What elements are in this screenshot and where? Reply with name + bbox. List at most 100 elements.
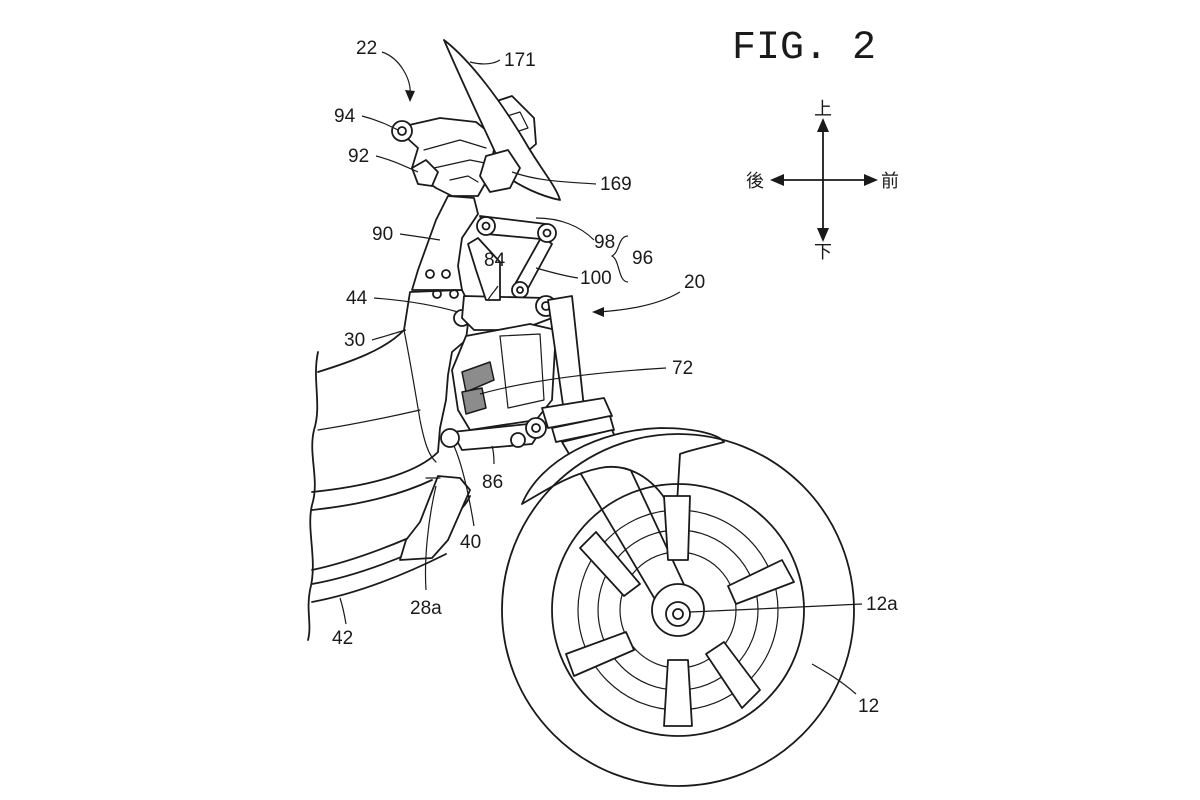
side-panel-line <box>311 479 433 511</box>
front-wheel-12 <box>501 433 855 787</box>
arm-90-bolt-3 <box>432 289 442 299</box>
label-100: 100 <box>580 268 612 289</box>
figure-title: FIG. 2 <box>732 26 876 71</box>
handlebar-inner-line-3 <box>449 175 479 183</box>
label-12: 12 <box>858 696 879 717</box>
body-break-line <box>307 351 319 641</box>
lower-arm-front-pivot <box>525 417 547 439</box>
leader-92 <box>375 155 419 173</box>
leader-98 <box>535 217 595 241</box>
direction-down-label: 下 <box>814 242 832 263</box>
label-44: 44 <box>346 288 368 309</box>
direction-up-label: 上 <box>814 99 832 120</box>
mount-bracket-169 <box>479 149 521 193</box>
label-30: 30 <box>344 330 365 351</box>
label-40: 40 <box>460 532 481 553</box>
lower-bracket-28a <box>399 475 471 561</box>
spoke-left-lower <box>565 631 635 677</box>
handlebar-inner-line-1 <box>423 139 487 151</box>
lower-arm-86 <box>440 417 547 451</box>
label-84: 84 <box>484 250 506 271</box>
leader-84 <box>487 285 499 301</box>
up-arrowhead <box>817 118 829 132</box>
leader-30 <box>371 329 407 341</box>
leader-22 <box>381 51 411 97</box>
lower-arm-mid-pivot <box>510 432 526 448</box>
upper-arm-riser <box>467 237 501 301</box>
upper-arm-84 <box>461 237 561 331</box>
leader-42 <box>339 597 347 625</box>
leader-40 <box>453 445 475 527</box>
tire-outer <box>501 433 855 787</box>
label-171: 171 <box>504 50 536 71</box>
leader-12a <box>689 603 863 613</box>
link-100-pivot-inner <box>516 286 524 294</box>
direction-front-label: 前 <box>881 171 899 192</box>
front-arrowhead <box>864 174 878 186</box>
link-98-pivot-rear <box>476 216 496 236</box>
label-22: 22 <box>356 38 377 59</box>
leader-20 <box>597 291 681 313</box>
leader-171 <box>469 59 501 65</box>
shock-component-lower <box>461 387 487 415</box>
cowl-panel-line <box>317 409 421 431</box>
leader-44 <box>373 297 459 313</box>
link-98-pivot-rear-inner <box>481 221 491 231</box>
reference-numerals: 22 171 94 92 169 90 98 96 84 100 20 44 3… <box>332 38 898 717</box>
link-arm-90 <box>411 195 479 327</box>
arm-90-body <box>411 195 479 291</box>
front-cowl-30 <box>311 289 471 493</box>
leader-12 <box>811 663 857 695</box>
grip-92 <box>411 159 439 187</box>
leader-90 <box>399 233 441 241</box>
label-72: 72 <box>672 358 693 379</box>
pivot-40 <box>440 428 460 448</box>
fork-top-clamp <box>541 397 613 429</box>
fork-clamp-ring <box>551 415 615 443</box>
leader-72 <box>479 367 667 395</box>
axle-center <box>672 608 684 620</box>
label-169: 169 <box>600 174 632 195</box>
spoke-left-upper <box>579 531 641 597</box>
vehicle-body <box>307 289 471 641</box>
label-42: 42 <box>332 628 353 649</box>
brace-96 <box>610 235 629 283</box>
spoke-right-upper <box>727 559 795 605</box>
label-12a: 12a <box>866 594 898 615</box>
leader-100 <box>535 267 579 279</box>
direction-rear-label: 後 <box>746 171 764 192</box>
leader-28a <box>424 485 437 591</box>
leader-20-arrow <box>592 307 604 317</box>
windscreen-171 <box>443 39 561 201</box>
link-100-pivot <box>511 281 529 299</box>
link-mechanism-96 <box>476 215 557 299</box>
label-90: 90 <box>372 224 393 245</box>
label-28a: 28a <box>410 598 442 619</box>
handlebar-end-94 <box>391 120 413 142</box>
spoke-bottom <box>663 659 693 727</box>
floor-edge-lower <box>311 553 447 603</box>
label-94: 94 <box>334 106 356 127</box>
label-92: 92 <box>348 146 369 167</box>
arm-90-bolt-2 <box>441 269 451 279</box>
label-86: 86 <box>482 472 503 493</box>
rear-arrowhead <box>770 174 784 186</box>
arm-90-bolt-4 <box>449 289 459 299</box>
cowl-inner-edge <box>403 329 437 463</box>
leader-lines <box>339 51 863 695</box>
link-98-pivot-front-inner <box>542 228 552 238</box>
link-98-pivot-front <box>537 223 557 243</box>
leader-86 <box>491 445 495 465</box>
frame-72 <box>451 323 557 431</box>
lower-arm-front-pivot-inner <box>531 423 541 433</box>
direction-indicator: 上 下 前 後 <box>746 99 899 263</box>
arm-90-bolt-1 <box>425 269 435 279</box>
label-98: 98 <box>594 232 615 253</box>
label-20: 20 <box>684 272 705 293</box>
leader-94 <box>361 115 399 131</box>
frame-72-inner <box>499 333 545 409</box>
axle-12a <box>665 601 691 627</box>
down-arrowhead <box>817 228 829 242</box>
handlebar-assembly-22 <box>391 39 561 201</box>
